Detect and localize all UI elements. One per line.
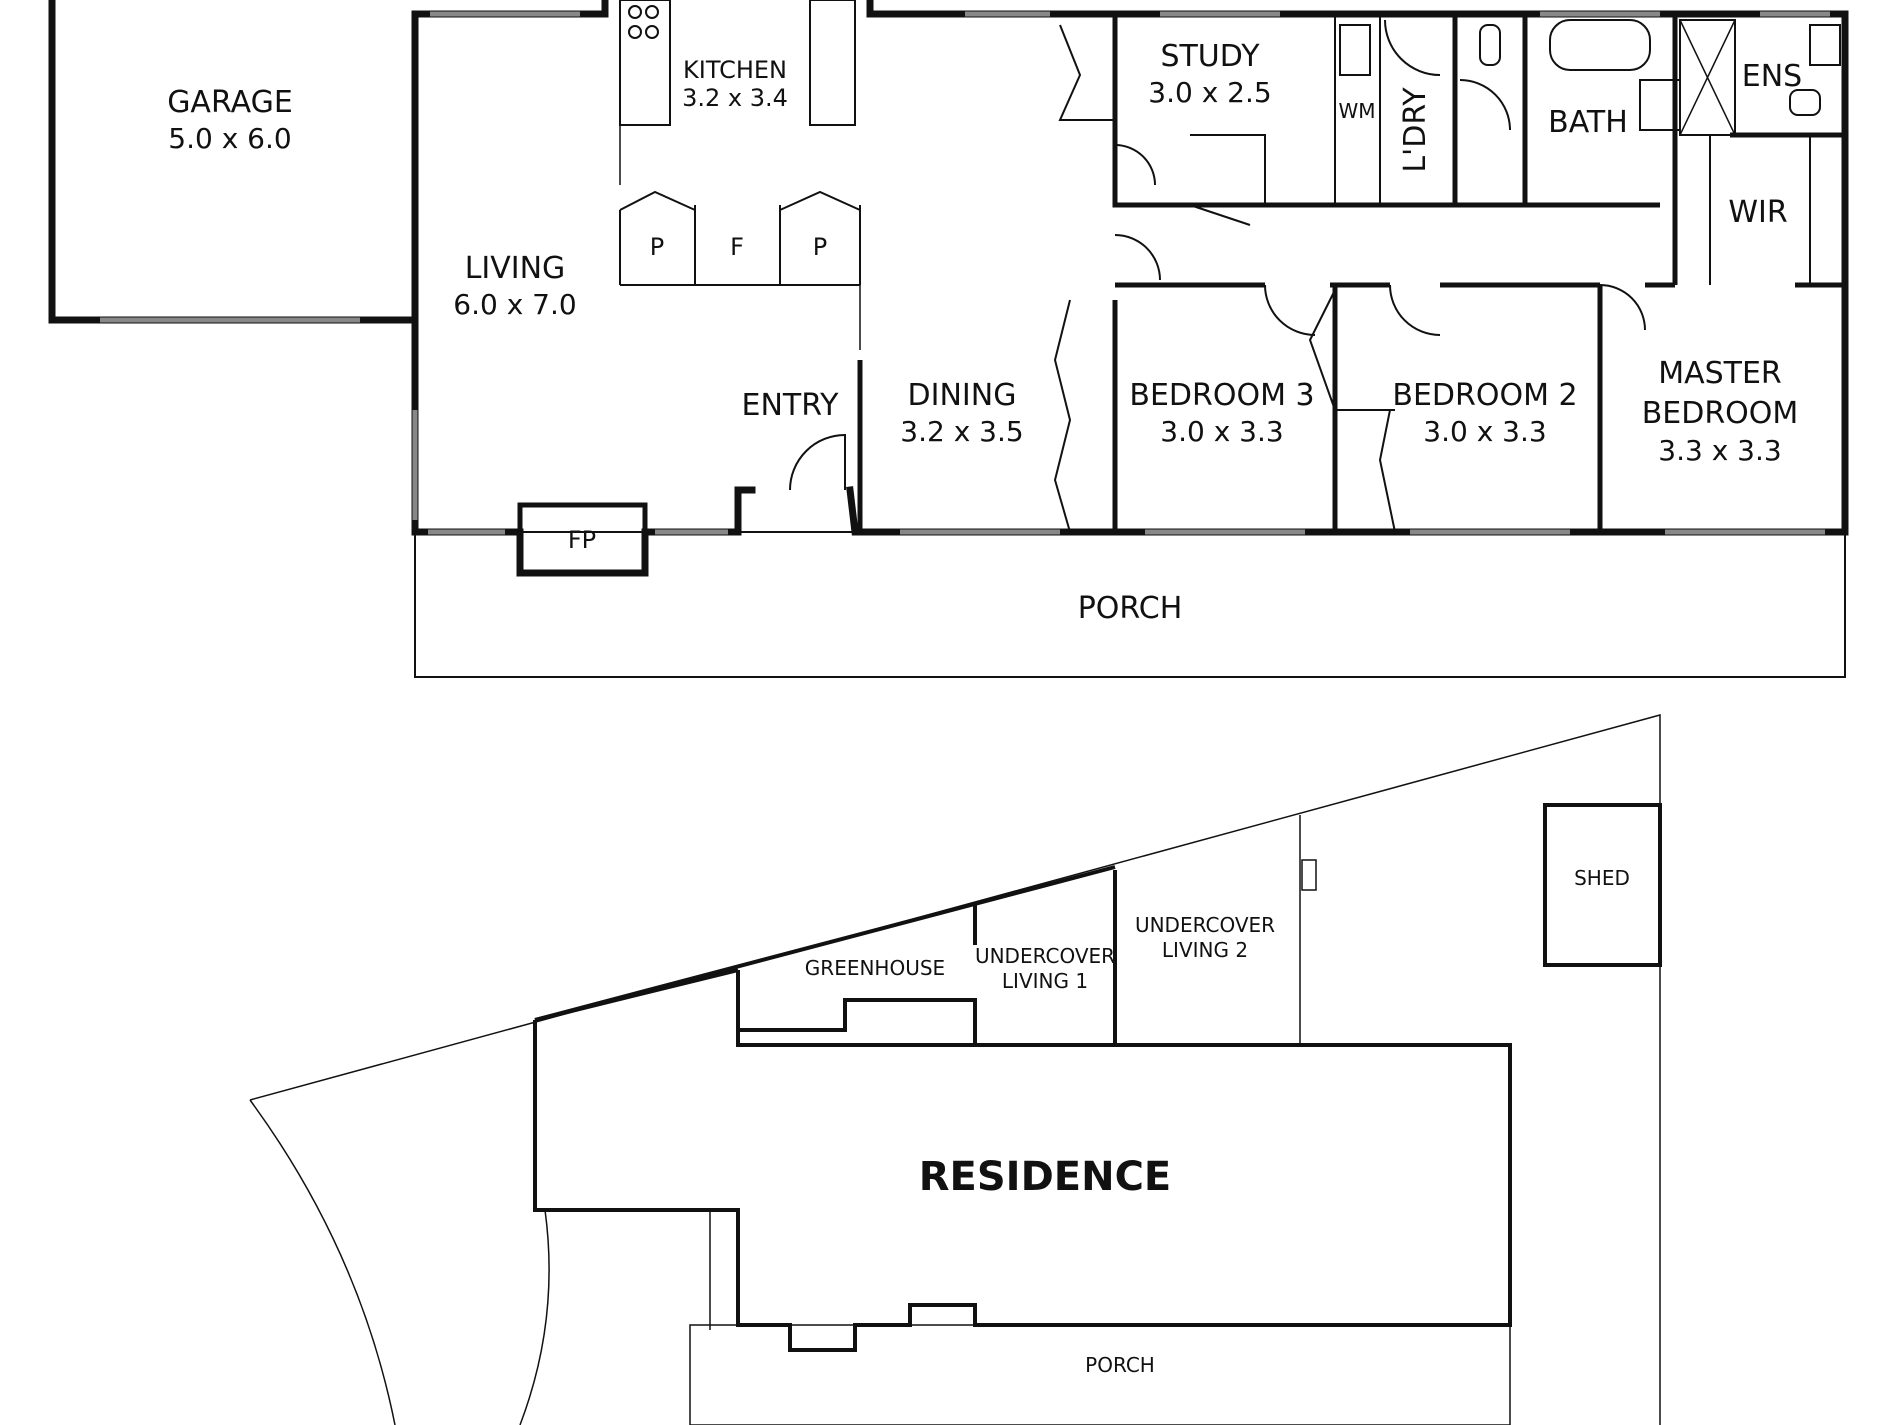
shed-outline <box>1543 803 1662 967</box>
wm-label: WM <box>1338 99 1375 123</box>
bedroom2-door <box>1389 284 1441 336</box>
shed-label: SHED <box>1574 866 1630 890</box>
cooktop-burner <box>645 25 659 39</box>
ens-walls <box>1672 14 1845 285</box>
undercover-1-label-2: LIVING 1 <box>1002 969 1088 993</box>
residence-label: RESIDENCE <box>919 1154 1172 1200</box>
laundry-sink <box>1339 24 1371 76</box>
master-label-1: MASTER <box>1658 356 1782 391</box>
bedroom2-label: BEDROOM 2 <box>1392 378 1577 413</box>
porch-label: PORCH <box>1078 591 1183 626</box>
house-north-wall-2 <box>866 0 1849 536</box>
master-door <box>1599 284 1646 331</box>
study-door-leaf <box>1189 204 1251 226</box>
undercover-1-outline <box>973 870 1117 1047</box>
study-walls <box>1112 14 1460 208</box>
ens-shower <box>1679 19 1736 136</box>
laundry-door <box>1384 19 1441 76</box>
kitchen-bench-left <box>619 0 671 126</box>
toilet <box>1479 24 1501 66</box>
north-boundary-thick <box>534 865 1116 1022</box>
undercover-2-label-2: LIVING 2 <box>1162 938 1248 962</box>
master-size: 3.3 x 3.3 <box>1658 434 1781 467</box>
kitchen-label: KITCHEN <box>683 56 787 84</box>
bedroom3-label: BEDROOM 3 <box>1129 378 1314 413</box>
study-label: STUDY <box>1160 39 1260 74</box>
garage-walls <box>48 0 419 536</box>
entry-label: ENTRY <box>742 388 840 423</box>
cooktop-burner <box>628 25 642 39</box>
garage-size: 5.0 x 6.0 <box>168 122 291 155</box>
study-door <box>1114 144 1156 186</box>
dining-label: DINING <box>908 378 1017 413</box>
study-size: 3.0 x 2.5 <box>1148 76 1271 109</box>
fireplace-box <box>517 502 648 576</box>
living-size: 6.0 x 7.0 <box>453 288 576 321</box>
bath-walls <box>1452 14 1660 208</box>
dining-robe <box>1053 299 1072 533</box>
site-porch-label: PORCH <box>1085 1353 1155 1377</box>
greenhouse-outline <box>736 970 975 1047</box>
hall-robe <box>1058 24 1115 121</box>
wir-walls <box>1709 135 1811 285</box>
rainwater-tank <box>1301 859 1317 891</box>
site-boundary <box>249 714 1661 1425</box>
ens-label: ENS <box>1742 59 1802 94</box>
entry-door <box>789 433 846 491</box>
shower-x-2 <box>1679 19 1736 136</box>
wir-label: WIR <box>1728 195 1787 230</box>
bedroom3-door <box>1264 284 1316 336</box>
ens-toilet <box>1789 89 1821 116</box>
laundry-walls <box>1334 14 1381 205</box>
living-label: LIVING <box>465 251 566 286</box>
laundry-label: L'DRY <box>1398 87 1433 173</box>
fridge-label: F <box>730 233 744 261</box>
house-south-wall-2 <box>846 486 1849 536</box>
undercover-2-label-1: UNDERCOVER <box>1135 913 1275 937</box>
ens-vanity <box>1809 24 1841 66</box>
fireplace-label: FP <box>568 526 596 554</box>
bed-robe <box>1308 289 1396 533</box>
bathtub <box>1549 19 1651 71</box>
driveway-curve <box>519 1209 550 1425</box>
pantry-block <box>619 205 861 286</box>
cooktop-burner <box>628 5 642 19</box>
cooktop-burner <box>645 5 659 19</box>
greenhouse-label: GREENHOUSE <box>805 956 945 980</box>
study-inner <box>1190 134 1266 205</box>
study-door-2 <box>1114 234 1161 281</box>
garage-label: GARAGE <box>167 85 293 120</box>
undercover-1-label-1: UNDERCOVER <box>975 944 1115 968</box>
pantry-doors <box>619 190 861 211</box>
pantry-left-label: P <box>650 233 664 261</box>
bath-door <box>1459 79 1511 131</box>
kitchen-island <box>809 0 856 126</box>
kitchen-size: 3.2 x 3.4 <box>682 84 788 112</box>
pantry-right-label: P <box>813 233 827 261</box>
site-plan: RESIDENCE PORCH GREENHOUSE UNDERCOVER LI… <box>249 714 1662 1425</box>
master-label-2: BEDROOM <box>1642 396 1799 431</box>
site-porch <box>689 1324 1511 1425</box>
bedroom3-size: 3.0 x 3.3 <box>1160 415 1283 448</box>
bath-label: BATH <box>1548 105 1628 140</box>
dining-size: 3.2 x 3.5 <box>900 415 1023 448</box>
bedroom2-size: 3.0 x 3.3 <box>1423 415 1546 448</box>
floor-plan: WM GARAGE 5.0 x 6.0 KITCHEN 3.2 x 3.4 ST… <box>48 0 1849 678</box>
